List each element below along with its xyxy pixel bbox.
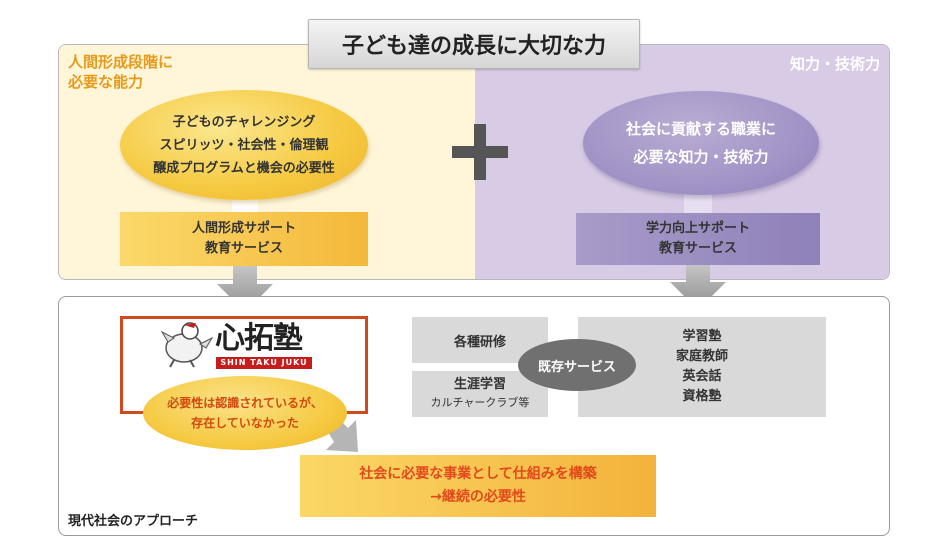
left-service-line-2: 教育サービス [204, 241, 283, 256]
conclusion-box: 社会に必要な事業として仕組みを構築 →継続の必要性 [300, 455, 656, 517]
right-down-arrow [670, 262, 726, 310]
right-ability-ellipse: 社会に貢献する職業に 必要な知力・技術力 [583, 91, 819, 195]
page-title: 子ども達の成長に大切な力 [308, 19, 640, 69]
left-heading-line-2: 必要な能力 [68, 73, 144, 91]
cram-line-2: 家庭教師 [675, 349, 728, 364]
service-training: 各種研修 [412, 317, 548, 363]
recognized-line-2: 存在していなかった [191, 416, 299, 430]
left-service-box: 人間形成サポート 教育サービス [120, 212, 368, 266]
right-connector [684, 192, 712, 214]
cram-line-1: 学習塾 [682, 329, 722, 344]
left-ability-ellipse: 子どものチャレンジング スピリッツ・社会性・倫理観 醸成プログラムと機会の必要性 [120, 90, 368, 200]
recognized-line-1: 必要性は認識されているが、 [167, 396, 323, 410]
bottom-label: 現代社会のアプローチ [68, 514, 199, 529]
service-cram-school: 学習塾 家庭教師 英会話 資格塾 [578, 317, 826, 417]
cram-line-3: 英会話 [682, 369, 722, 384]
left-down-arrow [217, 264, 273, 312]
cram-line-4: 資格塾 [682, 389, 722, 404]
left-ellipse-line-1: 子どものチャレンジング [172, 114, 316, 130]
plus-icon [452, 124, 508, 180]
right-service-line-2: 教育サービス [658, 241, 737, 256]
right-service-box: 学力向上サポート 教育サービス [576, 213, 820, 265]
existing-services-oval: 既存サービス [518, 339, 636, 391]
service-lifelong-main: 生涯学習 [453, 377, 506, 392]
recognized-ellipse: 必要性は認識されているが、 存在していなかった [143, 376, 347, 450]
conclusion-line-2: →継続の必要性 [430, 489, 526, 505]
left-heading-line-1: 人間形成段階に [68, 53, 174, 71]
left-heading: 人間形成段階に 必要な能力 [68, 52, 228, 92]
service-lifelong: 生涯学習 カルチャークラブ等 [412, 371, 548, 417]
logo-band: SHIN TAKU JUKU [216, 357, 312, 369]
left-ellipse-line-2: スピリッツ・社会性・倫理観 [159, 137, 329, 153]
right-ellipse-line-1: 社会に貢献する職業に [625, 120, 776, 138]
mascot-icon [160, 322, 214, 368]
left-ellipse-line-3: 醸成プログラムと機会の必要性 [153, 160, 335, 176]
right-service-line-1: 学力向上サポート [645, 221, 750, 236]
conclusion-line-1: 社会に必要な事業として仕組みを構築 [359, 466, 597, 482]
logo-name: 心拓塾 [215, 321, 303, 356]
right-heading: 知力・技術力 [789, 55, 880, 73]
right-ellipse-line-2: 必要な知力・技術力 [633, 148, 769, 166]
left-connector [232, 196, 258, 214]
service-lifelong-sub: カルチャークラブ等 [430, 396, 530, 409]
left-service-line-1: 人間形成サポート [191, 221, 296, 236]
